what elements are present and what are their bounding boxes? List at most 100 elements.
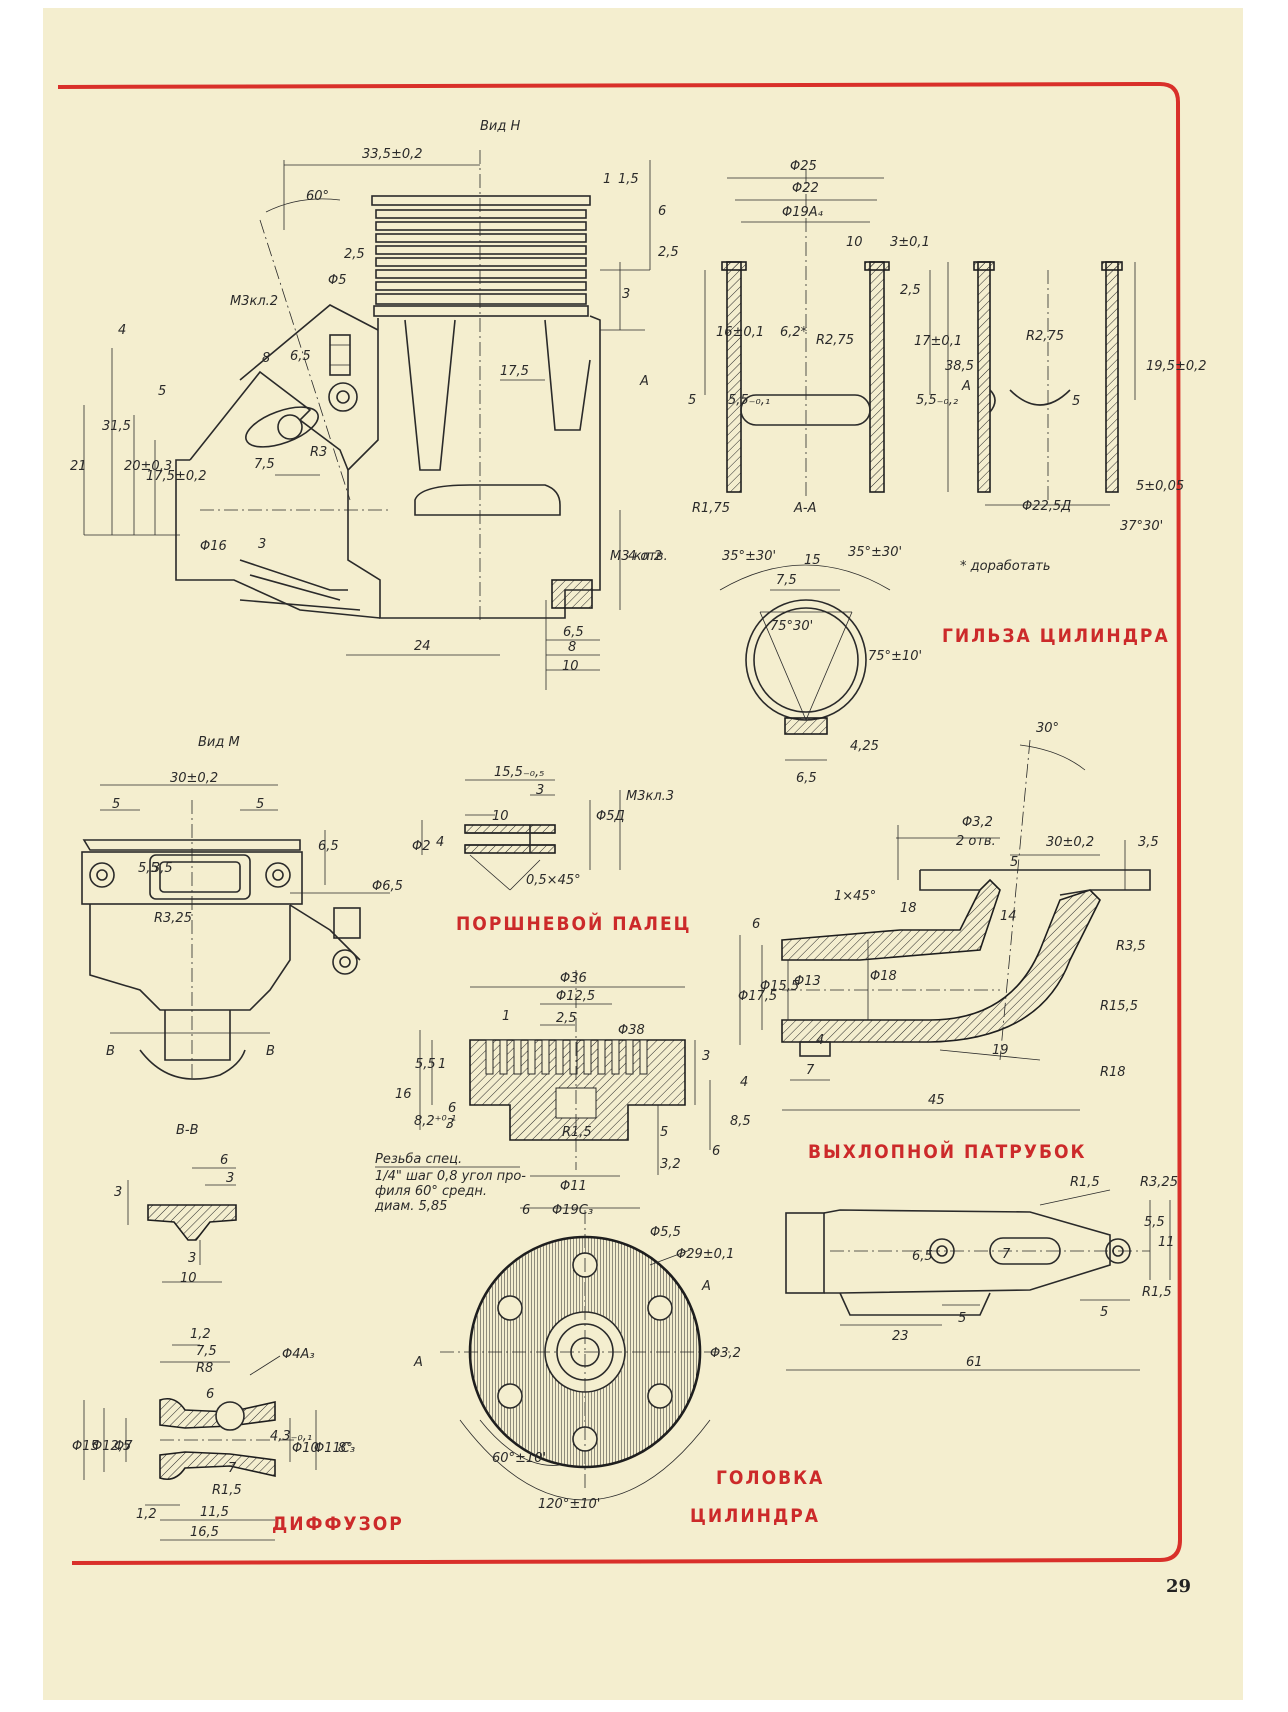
dim-label: Φ19А₄ <box>782 205 824 220</box>
dim-label: 2,5 <box>658 245 679 260</box>
dim-label: 75°±10' <box>868 649 922 664</box>
dim-label: Φ13 <box>794 974 821 989</box>
dim-label: R1,5 <box>212 1483 242 1498</box>
dim-label: 6 <box>658 204 666 219</box>
piston-pin-drawing: 15,5₋₀,₅ 3 10 Φ5Д М3кл.3 Φ2 4 0,5×45° ПО… <box>412 765 690 935</box>
dim-label: R1,5 <box>1070 1175 1100 1190</box>
dim-label: R2,75 <box>1026 329 1064 344</box>
view-h-label: Вид Н <box>480 119 520 134</box>
dim-label: Φ15 <box>72 1439 99 1454</box>
dim-label: 5 <box>1010 855 1018 870</box>
dim-label: 120°±10' <box>538 1497 600 1512</box>
dim-label: 4 <box>816 1033 824 1048</box>
dim-label: Φ18 <box>870 969 897 984</box>
dim-label: 5 <box>688 393 696 408</box>
dim-label: 5 <box>1100 1305 1108 1320</box>
dim-label: 6,5 <box>318 839 339 854</box>
dim-label: 8 <box>568 640 576 655</box>
dim-label: М3 кл.2 <box>610 549 662 564</box>
dim-label: 8,5 <box>730 1114 751 1129</box>
dim-label: 6,5 <box>563 625 584 640</box>
dim-label: Φ12,5 <box>92 1439 131 1454</box>
dim-label: Φ22,5Д <box>1022 499 1071 514</box>
dim-label: 5,5 <box>138 861 159 876</box>
dim-label: 10 <box>846 235 863 250</box>
sleeve-title: ГИЛЬЗА ЦИЛИНДРА <box>942 625 1170 647</box>
dim-label: 60° <box>306 189 329 204</box>
dim-label: 1,5 <box>618 172 639 187</box>
dim-label: 1,2 <box>136 1507 157 1522</box>
dim-label: Φ15,5 <box>760 979 799 994</box>
page-number: 29 <box>1166 1576 1191 1597</box>
dim-label: 3 <box>536 783 544 798</box>
dim-label: 1×45° <box>834 889 876 904</box>
dim-label: 8,2⁺⁰,¹ <box>414 1114 456 1129</box>
dim-label: 7,5 <box>254 457 275 472</box>
crankcase-drawing: Вид Н 33,5±0,2 60° М3кл.2 Φ5 2,5 4 8 6,5… <box>70 119 679 690</box>
dim-label: 10 <box>180 1271 197 1286</box>
dim-label: Φ3,2 <box>962 815 993 830</box>
diffuser-title: ДИФФУЗОР <box>272 1513 404 1535</box>
cylinder-fins <box>371 195 591 317</box>
dim-label: 23 <box>892 1329 909 1344</box>
dim-label: Φ11 <box>560 1179 587 1194</box>
dim-label: 5,5 <box>415 1057 436 1072</box>
dim-label: R1,5 <box>562 1125 592 1140</box>
dim-label: 8 <box>262 351 270 366</box>
head-title-1: ГОЛОВКА <box>716 1467 824 1489</box>
dim-label: Φ19С₃ <box>552 1203 593 1218</box>
dim-label: 14 <box>1000 909 1017 924</box>
dim-label: 6 <box>206 1387 214 1402</box>
dim-label: 61 <box>966 1355 983 1370</box>
thread-note: Резьба спец. <box>375 1152 462 1167</box>
thread-note: филя 60° средн. <box>375 1184 487 1199</box>
mark-a: А <box>701 1279 711 1294</box>
dim-label: R1,75 <box>692 501 730 516</box>
dim-label: 15 <box>804 553 821 568</box>
dim-label: R3 <box>310 445 327 460</box>
dim-label: 16 <box>395 1087 412 1102</box>
dim-label: Φ25 <box>790 159 817 174</box>
dim-label: 16,5 <box>190 1525 219 1540</box>
dim-label: 4,3₋₀,₁ <box>270 1429 312 1444</box>
dim-label: 5 <box>256 797 264 812</box>
diffuser-drawing: 1,2 7,5 R8 Φ4А₃ 6 4,3₋₀,₁ Φ15 Φ12,5 Φ7 Φ… <box>72 1327 404 1541</box>
dim-label: Φ7 <box>114 1439 133 1454</box>
dim-label: 17±0,1 <box>914 334 962 349</box>
dim-label: 6 <box>712 1144 720 1159</box>
dim-label: 6 <box>220 1153 228 1168</box>
dim-label: Φ29±0,1 <box>676 1247 734 1262</box>
dim-label: R1,5 <box>1142 1285 1172 1300</box>
dim-label: 1 <box>603 172 611 187</box>
dim-label: Φ17,5 <box>738 989 777 1004</box>
dim-label: 5 <box>958 1311 966 1326</box>
dim-label: Φ4А₃ <box>282 1347 315 1362</box>
mark-a: А <box>961 379 971 394</box>
dim-label: 5±0,05 <box>1136 479 1184 494</box>
view-m-label: Вид М <box>198 735 240 750</box>
dim-label: 10 <box>562 659 579 674</box>
dim-label: Φ12,5 <box>556 989 595 1004</box>
dim-label: 3 <box>188 1251 196 1266</box>
cylinder-head-top-view: Φ5,5 Φ29±0,1 Φ3,2 60°±10' 120°±10' А А Г… <box>413 1210 824 1527</box>
dim-label: М3кл.3 <box>626 789 674 804</box>
dim-label: 11,5 <box>200 1505 229 1520</box>
dim-label: 4 отв. <box>628 549 668 564</box>
dim-label: Φ22 <box>792 181 819 196</box>
thread-note: 1/4" шаг 0,8 угол про- <box>375 1169 526 1184</box>
dim-label: R18 <box>1100 1065 1126 1080</box>
view-m-drawing: Вид М 30±0,2 5 5 6,5 5,5 3,5 R3,25 Φ6,5 … <box>81 735 403 1080</box>
dim-label: 11 <box>1158 1235 1175 1250</box>
dim-label: М3кл.2 <box>230 294 278 309</box>
dim-label: 3 <box>702 1049 710 1064</box>
dim-label: Φ11С₃ <box>314 1441 355 1456</box>
cylinder-head-section: Φ36 Φ12,5 1 2,5 Φ38 5,5 1 3 16 8,2⁺⁰,¹ 6… <box>374 970 751 1218</box>
dim-label: R2,75 <box>816 333 854 348</box>
dim-label: 5,5 <box>1144 1215 1165 1230</box>
dim-label: 3,5 <box>152 861 173 876</box>
dim-label: R8 <box>196 1361 213 1376</box>
dim-label: 17,5±0,2 <box>146 469 207 484</box>
rework-note: * доработать <box>960 559 1051 574</box>
dim-label: Φ5 <box>328 273 347 288</box>
